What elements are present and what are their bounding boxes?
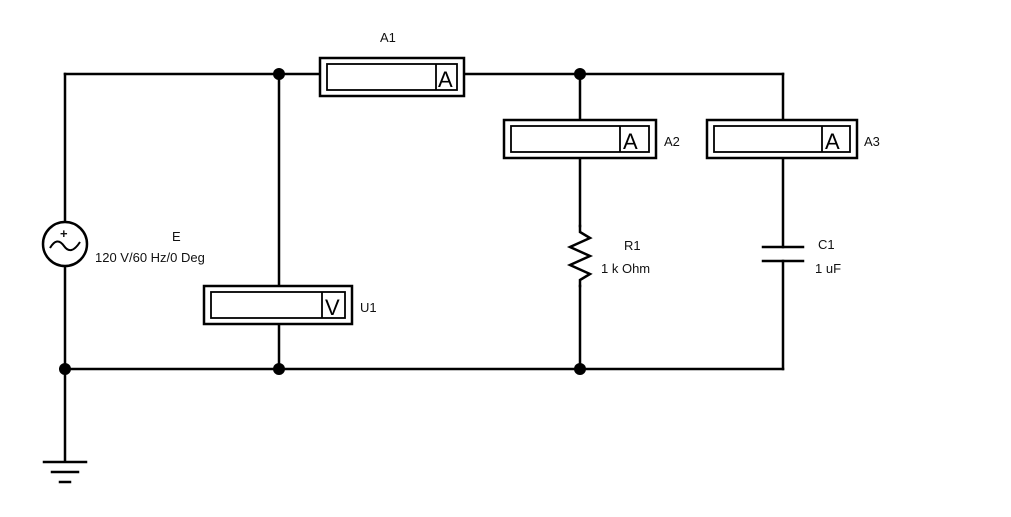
junction-dot (574, 363, 586, 375)
resistor-value-label: 1 k Ohm (601, 261, 650, 276)
source-name-label: E (172, 229, 181, 244)
capacitor-value-label: 1 uF (815, 261, 841, 276)
source-value-label: 120 V/60 Hz/0 Deg (95, 250, 205, 265)
voltmeter-u1-label: U1 (360, 300, 377, 315)
ammeter-a1: A (318, 56, 466, 98)
ammeter-a2-letter: A (623, 129, 638, 154)
ground-icon (42, 460, 88, 484)
ammeter-a3: A (705, 118, 859, 160)
resistor-name-label: R1 (624, 238, 641, 253)
ammeter-a1-letter: A (438, 67, 453, 92)
junction-dot (273, 68, 285, 80)
voltmeter-u1: V (202, 284, 354, 326)
junction-dot (574, 68, 586, 80)
ac-voltage-source-icon: + (41, 220, 89, 268)
source-plus-sign: + (60, 226, 68, 241)
ammeter-a2: A (502, 118, 658, 160)
resistor-zigzag-icon (566, 224, 594, 288)
junction-dot (59, 363, 71, 375)
junctions (59, 68, 586, 375)
junction-dot (273, 363, 285, 375)
ammeter-a1-label: A1 (380, 30, 396, 45)
ammeter-a3-letter: A (825, 129, 840, 154)
ammeter-a3-label: A3 (864, 134, 880, 149)
voltmeter-u1-letter: V (325, 295, 340, 320)
ammeter-a2-label: A2 (664, 134, 680, 149)
capacitor-name-label: C1 (818, 237, 835, 252)
capacitor-icon (761, 245, 805, 263)
wires (63, 72, 785, 462)
